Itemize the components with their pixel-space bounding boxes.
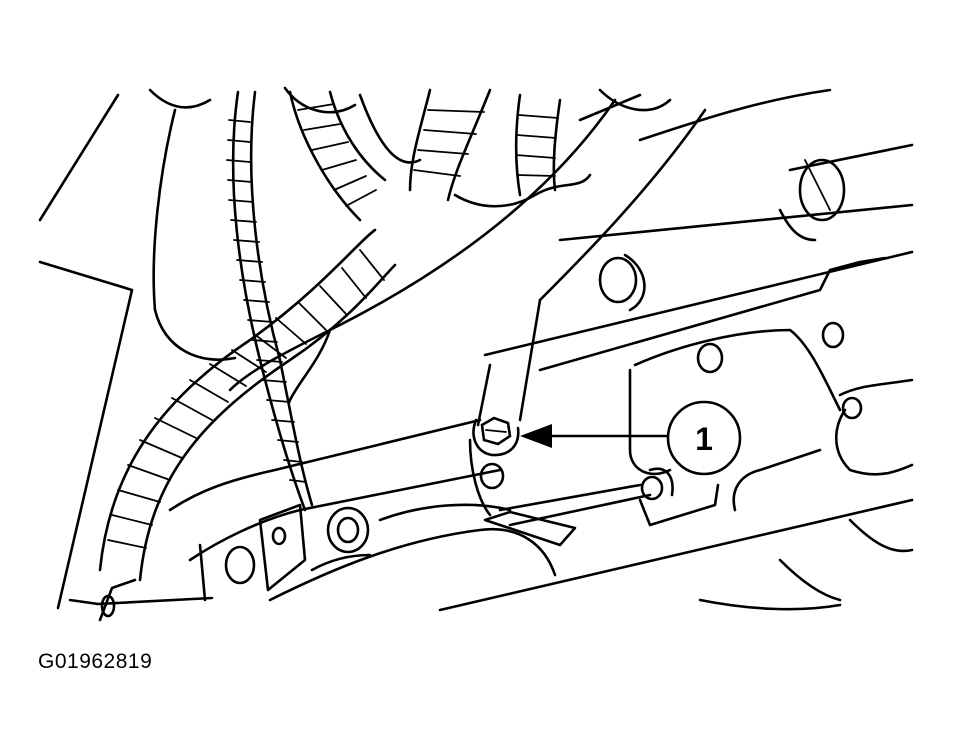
figure-id: G01962819 xyxy=(38,650,153,673)
left-body-panel xyxy=(38,93,214,622)
lower-bracket xyxy=(168,418,720,602)
diagonal-strut xyxy=(228,98,707,427)
wiring-harness-center xyxy=(98,228,397,582)
bolt xyxy=(472,416,520,457)
wiring-harness-left xyxy=(226,90,314,512)
callout-1: 1 xyxy=(520,400,742,476)
wiring-harness-top xyxy=(288,88,592,222)
engine-block-right xyxy=(438,143,914,612)
callout-circle xyxy=(666,400,742,476)
callout-number: 1 xyxy=(695,421,713,457)
callout-arrowhead xyxy=(520,424,552,448)
